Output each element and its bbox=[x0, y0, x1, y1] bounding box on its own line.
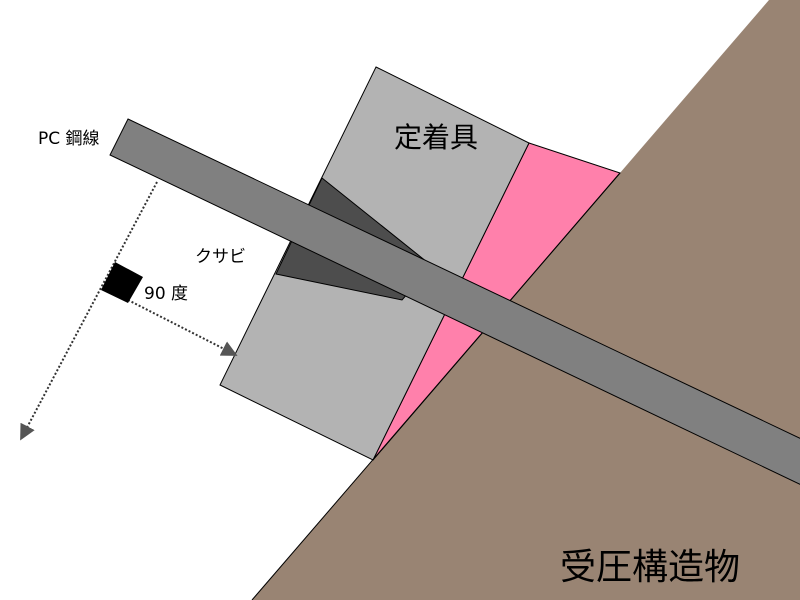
cable-label: PC 鋼線 bbox=[38, 129, 100, 149]
axis-arrow-line bbox=[20, 181, 158, 441]
pressure-structure bbox=[252, 0, 800, 600]
anchor-label: 定着具 bbox=[394, 121, 479, 154]
structure-label: 受圧構造物 bbox=[560, 547, 741, 588]
ground-edge bbox=[251, 172, 621, 600]
normal-arrow-line bbox=[127, 299, 238, 356]
wedge-label: クサビ bbox=[195, 247, 246, 267]
pc-cable bbox=[109, 118, 800, 485]
angle-label: 90 度 bbox=[144, 284, 189, 304]
right-angle-marker bbox=[101, 262, 143, 303]
